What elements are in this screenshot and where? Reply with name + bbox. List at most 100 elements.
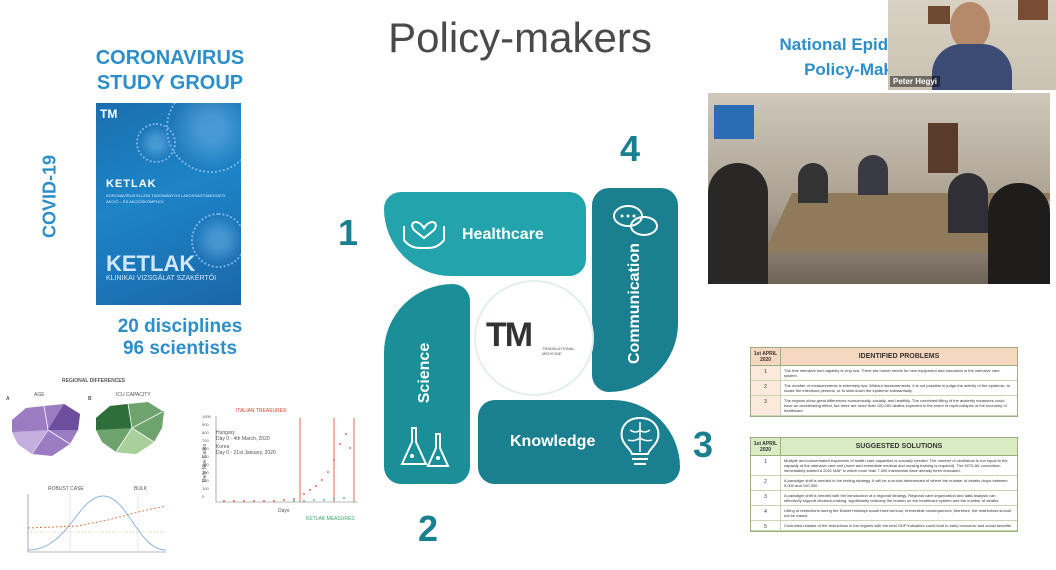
solutions-header: 1st APRIL 2020 SUGGESTED SOLUTIONS bbox=[751, 438, 1017, 456]
virus-graphic bbox=[191, 213, 241, 268]
speaker-face bbox=[950, 2, 990, 50]
panel-a-label: A bbox=[6, 396, 10, 402]
legend-hungary-day0: Day 0 - 4th March, 2020 bbox=[216, 436, 270, 442]
dot-chart-figure: ITALIAN TREASURES Daily New Cases Hungar… bbox=[196, 408, 362, 532]
book-subtitle: KORONAVÍRUS ELLENI TUDOMÁNYOS LAKOSSÁGTÁ… bbox=[106, 193, 226, 204]
y-ticks: 1000 900 800 700 600 500 400 300 200 100… bbox=[202, 414, 214, 499]
disciplines-count: 20 disciplines bbox=[117, 316, 243, 337]
flasks-icon bbox=[400, 427, 450, 467]
book-big-subtitle: KLINIKAI VIZSGÁLAT SZAKÉRTŐI bbox=[106, 275, 217, 282]
number-2: 2 bbox=[418, 508, 439, 549]
speaker-name: Peter Hegyi bbox=[890, 76, 941, 87]
center-logo-text: TM bbox=[486, 316, 533, 354]
center-logo-subtitle: TRANSLATIONAL MEDICINE bbox=[542, 346, 575, 356]
wall-picture bbox=[1018, 0, 1048, 20]
number-4: 4 bbox=[620, 128, 641, 169]
regional-maps-figure: REGIONAL DIFFERENCES A B AGE ICU CAPACIT… bbox=[4, 378, 170, 476]
problems-year: 1st APRIL 2020 bbox=[751, 348, 781, 365]
dot-chart-top-label: ITALIAN TREASURES bbox=[236, 408, 287, 414]
y-tick-label: 400 bbox=[202, 462, 209, 467]
line-chart-figure: ROBUST CASE BULK bbox=[4, 484, 170, 568]
number-1: 1 bbox=[338, 212, 359, 253]
y-tick-label: 700 bbox=[202, 438, 209, 443]
person bbox=[988, 183, 1050, 284]
meeting-photo bbox=[708, 93, 1050, 284]
solutions-year: 1st APRIL 2020 bbox=[751, 438, 781, 455]
brain-bulb-icon bbox=[620, 416, 660, 465]
y-tick-label: 100 bbox=[202, 486, 209, 491]
center-logo: TM TRANSLATIONAL MEDICINE bbox=[474, 280, 594, 396]
person bbox=[858, 155, 888, 195]
virus-graphic bbox=[136, 123, 176, 163]
petal-label-knowledge: Knowledge bbox=[510, 433, 596, 450]
person bbox=[708, 163, 768, 284]
speaker-body bbox=[932, 44, 1012, 90]
panel-b-label: B bbox=[88, 396, 92, 402]
y-tick-label: 600 bbox=[202, 446, 209, 451]
petal-label-science: Science bbox=[416, 342, 433, 404]
petal-science: Science bbox=[384, 284, 470, 484]
book-big-title: KETLAK bbox=[106, 251, 196, 276]
x-axis-label: Days bbox=[278, 508, 290, 514]
speaker-video[interactable]: Peter Hegyi bbox=[888, 0, 1056, 90]
number-3: 3 bbox=[693, 424, 714, 465]
y-tick-label: 900 bbox=[202, 422, 209, 427]
person bbox=[798, 163, 828, 203]
presentation-screen bbox=[714, 105, 754, 139]
y-tick-label: 1000 bbox=[202, 414, 211, 419]
y-tick-label: 500 bbox=[202, 454, 209, 459]
korea-dots bbox=[223, 433, 351, 502]
virus-graphic bbox=[166, 103, 241, 173]
line-chart bbox=[27, 494, 167, 553]
book-logo: TM bbox=[100, 107, 118, 121]
line-chart-title2: BULK bbox=[134, 486, 148, 492]
map-a bbox=[12, 404, 80, 456]
problems-title: IDENTIFIED PROBLEMS bbox=[858, 353, 940, 360]
petal-label-healthcare: Healthcare bbox=[462, 226, 544, 243]
dot-chart-bottom-label: KETLAK MEASURES bbox=[306, 516, 355, 522]
problems-header: 1st APRIL 2020 IDENTIFIED PROBLEMS bbox=[751, 348, 1017, 366]
hungary-dots bbox=[293, 497, 345, 502]
side-label: COVID-19 bbox=[39, 154, 60, 239]
book-cover: TM KETLAK KORONAVÍRUS ELLENI TUDOMÁNYOS … bbox=[96, 103, 241, 305]
legend-korea-day0: Day 0 - 21st January, 2020 bbox=[216, 450, 276, 456]
wall-picture bbox=[928, 6, 950, 24]
map-b bbox=[96, 402, 164, 454]
slide-title: Policy-makers bbox=[388, 14, 652, 61]
scientists-count: 96 scientists bbox=[122, 338, 238, 359]
person bbox=[948, 173, 988, 233]
y-tick-label: 200 bbox=[202, 478, 209, 483]
group-title: CORONAVIRUS STUDY GROUP bbox=[95, 47, 245, 94]
petal-communication: Communication bbox=[592, 188, 678, 392]
petal-label-communication: Communication bbox=[626, 243, 643, 364]
y-tick-label: 800 bbox=[202, 430, 209, 435]
map-a-label: AGE bbox=[34, 392, 45, 398]
regional-title: REGIONAL DIFFERENCES bbox=[62, 378, 125, 384]
book-title: KETLAK bbox=[106, 178, 157, 190]
solutions-title: SUGGESTED SOLUTIONS bbox=[855, 443, 943, 450]
legend-hungary: Hungary bbox=[216, 430, 235, 436]
dot-chart bbox=[215, 416, 358, 503]
map-b-label: ICU CAPACITY bbox=[116, 392, 151, 398]
heart-hands-icon bbox=[403, 221, 445, 249]
right-heading: National Epiden Policy-Makin bbox=[779, 35, 908, 79]
chat-bubbles-icon bbox=[613, 205, 658, 236]
y-tick-label: 300 bbox=[202, 470, 209, 475]
line-chart-title: ROBUST CASE bbox=[48, 486, 84, 492]
petal-knowledge: Knowledge bbox=[478, 400, 680, 484]
y-tick-label: 0 bbox=[202, 494, 205, 499]
wall-picture bbox=[928, 123, 958, 173]
legend-korea: Korea bbox=[216, 444, 230, 450]
counts: 20 disciplines 96 scientists bbox=[80, 316, 280, 360]
petal-healthcare: Healthcare bbox=[384, 192, 586, 276]
